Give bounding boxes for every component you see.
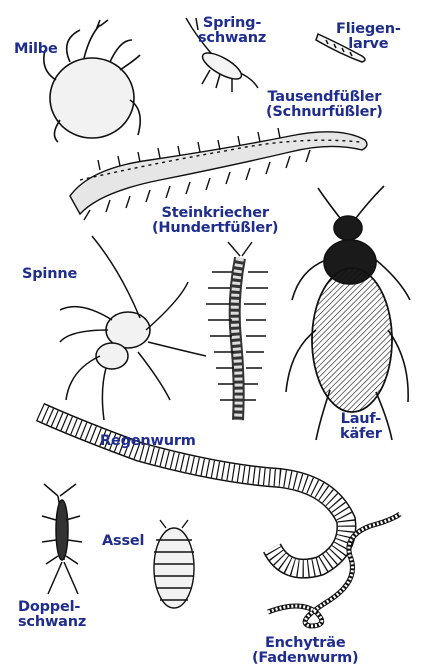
ground-beetle-drawing bbox=[286, 186, 410, 440]
label-mite: Milbe bbox=[14, 42, 58, 57]
label-fly-larva: Fliegen- larve bbox=[336, 22, 401, 52]
label-millipede: Tausendfüßler (Schnurfüßler) bbox=[266, 90, 383, 120]
label-woodlouse: Assel bbox=[102, 534, 144, 549]
label-ground-beetle: Lauf- käfer bbox=[340, 412, 382, 442]
label-centipede: Steinkriecher (Hundertfüßler) bbox=[152, 206, 278, 236]
label-dipluran: Doppel- schwanz bbox=[18, 600, 86, 630]
label-potworm: Enchyträe (Fadenwurm) bbox=[252, 636, 358, 666]
dipluran-drawing bbox=[42, 484, 82, 594]
mite-drawing bbox=[44, 20, 140, 142]
spider-drawing bbox=[60, 236, 206, 420]
centipede-drawing bbox=[206, 242, 268, 420]
label-earthworm: Regenwurm bbox=[100, 434, 196, 449]
woodlouse-drawing bbox=[154, 520, 194, 608]
label-springtail: Spring- schwanz bbox=[198, 16, 266, 46]
label-spider: Spinne bbox=[22, 267, 77, 282]
